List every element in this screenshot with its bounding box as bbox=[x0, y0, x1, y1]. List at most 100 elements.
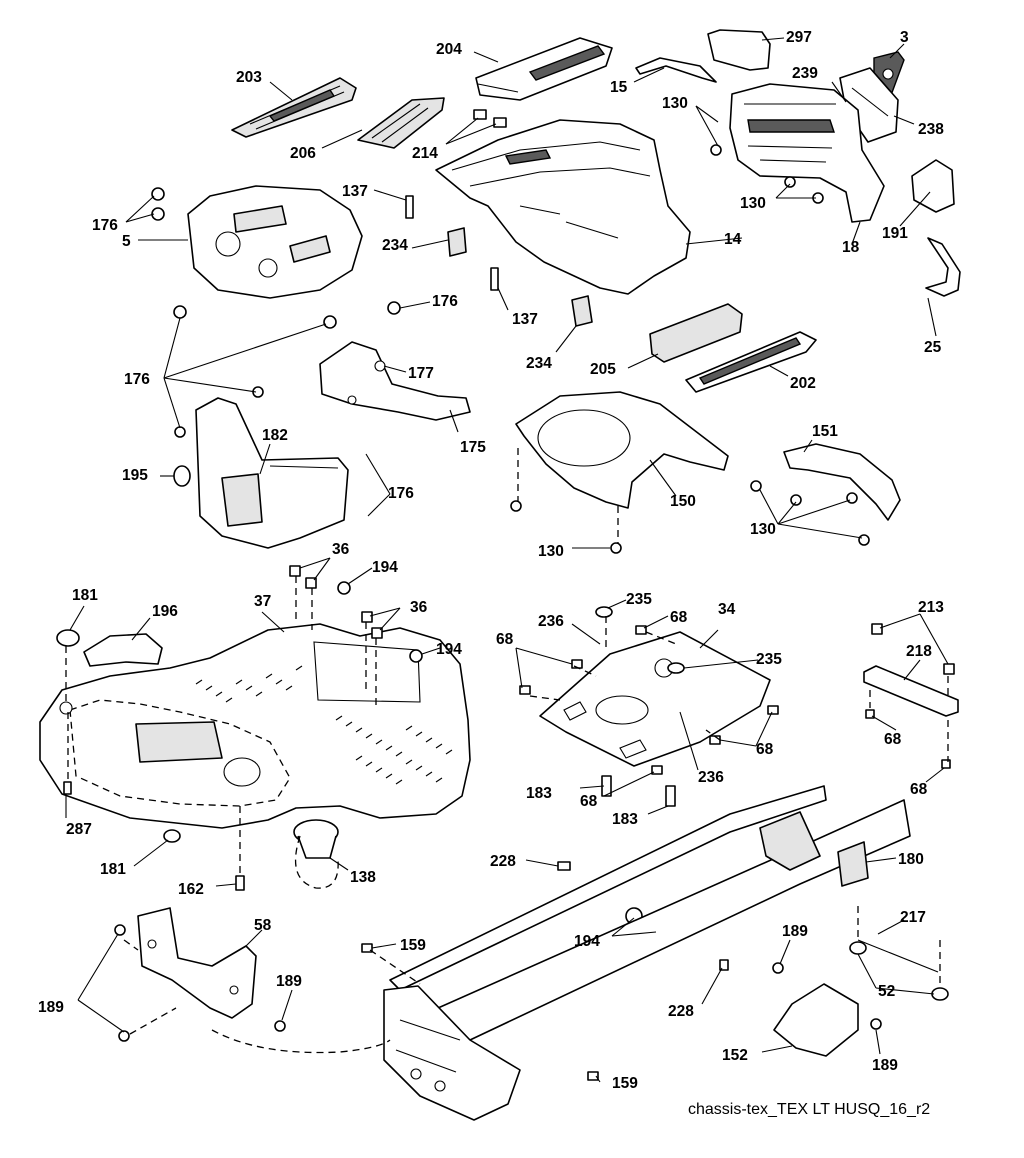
part-151-bracket bbox=[783, 443, 901, 521]
callout-162: 162 bbox=[178, 881, 204, 898]
callout-195: 195 bbox=[122, 467, 148, 484]
callout-159-a: 159 bbox=[400, 937, 426, 954]
callout-130-b: 130 bbox=[740, 195, 766, 212]
callout-228-a: 228 bbox=[490, 853, 516, 870]
callout-68-f: 68 bbox=[910, 781, 928, 798]
callout-176-c: 176 bbox=[124, 371, 150, 388]
diagram-caption: chassis-tex_TEX LT HUSQ_16_r2 bbox=[688, 1101, 930, 1118]
part-138-boot bbox=[293, 819, 339, 859]
part-137-pins bbox=[405, 195, 499, 291]
part-217-rod bbox=[857, 939, 939, 973]
callout-137-a: 137 bbox=[342, 183, 368, 200]
part-130-screws bbox=[510, 144, 870, 554]
part-36-bolts bbox=[289, 565, 383, 639]
callout-68-b: 68 bbox=[496, 631, 514, 648]
callout-236-a: 236 bbox=[538, 613, 564, 630]
part-58-bracket bbox=[137, 907, 257, 1019]
callout-37: 37 bbox=[254, 593, 271, 610]
part-214-clips bbox=[473, 109, 507, 128]
callout-189-a: 189 bbox=[782, 923, 808, 940]
part-196-cover bbox=[83, 633, 163, 667]
part-37-fender bbox=[39, 623, 471, 829]
part-195-plug bbox=[173, 465, 191, 487]
callout-36-a: 36 bbox=[332, 541, 350, 558]
callout-239: 239 bbox=[792, 65, 818, 82]
callout-234-a: 234 bbox=[382, 237, 408, 254]
callout-177: 177 bbox=[408, 365, 434, 382]
callout-189-d: 189 bbox=[872, 1057, 898, 1074]
callout-214: 214 bbox=[412, 145, 438, 162]
callout-182: 182 bbox=[262, 427, 288, 444]
callout-176-a: 176 bbox=[92, 217, 118, 234]
callout-52: 52 bbox=[878, 983, 895, 1000]
part-152-bracket bbox=[773, 983, 859, 1057]
callout-235-a: 235 bbox=[626, 591, 652, 608]
callout-235-b: 235 bbox=[756, 651, 782, 668]
part-15-trim-strip bbox=[635, 57, 717, 83]
callout-204: 204 bbox=[436, 41, 462, 58]
callout-137-b: 137 bbox=[512, 311, 538, 328]
callout-18: 18 bbox=[842, 239, 860, 256]
callout-138: 138 bbox=[350, 869, 376, 886]
callout-25: 25 bbox=[924, 339, 942, 356]
callout-183-b: 183 bbox=[612, 811, 638, 828]
callout-159-b: 159 bbox=[612, 1075, 638, 1092]
callout-5: 5 bbox=[122, 233, 131, 250]
part-234-pads bbox=[447, 227, 593, 327]
callout-191: 191 bbox=[882, 225, 908, 242]
callout-58: 58 bbox=[254, 917, 272, 934]
callout-180: 180 bbox=[898, 851, 924, 868]
callout-130-a: 130 bbox=[662, 95, 688, 112]
callout-15: 15 bbox=[610, 79, 628, 96]
part-218-plate bbox=[863, 665, 959, 717]
callout-194-a: 194 bbox=[372, 559, 398, 576]
part-181-bushings bbox=[56, 629, 181, 843]
callout-196: 196 bbox=[152, 603, 178, 620]
callout-181-a: 181 bbox=[72, 587, 98, 604]
callout-68-a: 68 bbox=[670, 609, 688, 626]
part-213-bolts bbox=[871, 623, 955, 675]
part-206-panel bbox=[357, 97, 445, 149]
callout-34: 34 bbox=[718, 601, 736, 618]
part-205-step bbox=[649, 303, 743, 363]
part-202-step-grille bbox=[685, 331, 817, 393]
callout-3: 3 bbox=[900, 29, 909, 46]
callout-68-c: 68 bbox=[884, 731, 902, 748]
part-162-screw bbox=[235, 875, 245, 891]
part-203-grille-strip bbox=[231, 77, 357, 138]
callout-234-b: 234 bbox=[526, 355, 552, 372]
callout-189-b: 189 bbox=[276, 973, 302, 990]
callout-213: 213 bbox=[918, 599, 944, 616]
callout-287: 287 bbox=[66, 821, 92, 838]
part-25-side-trim bbox=[925, 237, 961, 297]
callout-194-b: 194 bbox=[436, 641, 462, 658]
part-183-bolts bbox=[601, 775, 676, 807]
callout-218: 218 bbox=[906, 643, 932, 660]
callout-205: 205 bbox=[590, 361, 616, 378]
part-182-lower-dash bbox=[195, 397, 349, 549]
callout-130-d: 130 bbox=[538, 543, 564, 560]
callout-228-b: 228 bbox=[668, 1003, 694, 1020]
part-204-hood-top bbox=[475, 37, 613, 101]
callout-202: 202 bbox=[790, 375, 816, 392]
part-34-plate bbox=[539, 631, 771, 767]
callout-297: 297 bbox=[786, 29, 812, 46]
callout-175: 175 bbox=[460, 439, 486, 456]
part-191-cap bbox=[911, 159, 955, 213]
part-14-hood bbox=[435, 119, 691, 295]
part-18-grille-housing bbox=[729, 83, 885, 223]
callout-68-e: 68 bbox=[580, 793, 598, 810]
part-180-frame bbox=[383, 785, 911, 1121]
callout-151: 151 bbox=[812, 423, 838, 440]
callout-labels: 203 204 15 297 3 239 238 130 206 214 137… bbox=[38, 29, 944, 1092]
callout-206: 206 bbox=[290, 145, 316, 162]
assembly-dashed-lines bbox=[65, 448, 949, 1054]
part-5-dash-panel bbox=[187, 185, 363, 299]
callout-176-b: 176 bbox=[432, 293, 458, 310]
part-176-screws-upper bbox=[151, 187, 401, 438]
callout-194-c: 194 bbox=[574, 933, 600, 950]
part-287-screw bbox=[63, 781, 72, 795]
leader-lines bbox=[65, 37, 949, 1083]
callout-68-d: 68 bbox=[756, 741, 774, 758]
